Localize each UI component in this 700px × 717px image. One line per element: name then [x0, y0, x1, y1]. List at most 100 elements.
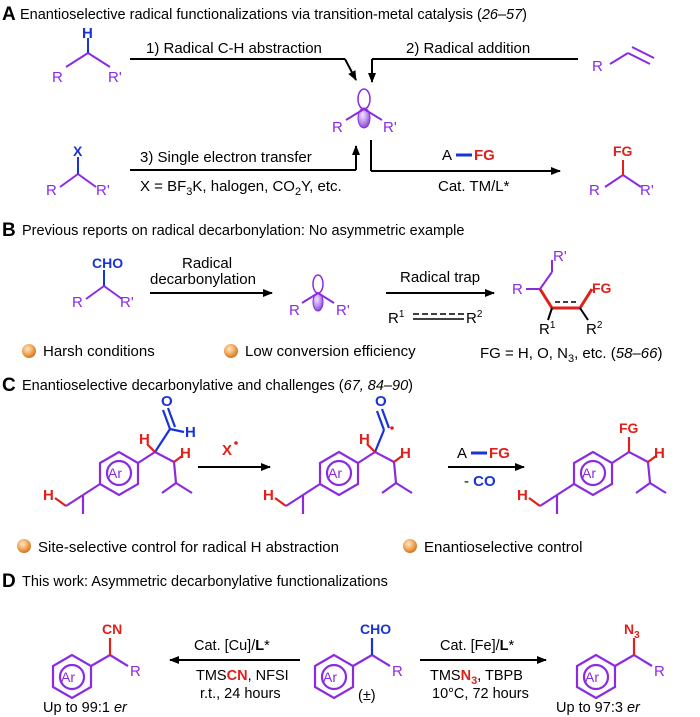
d-r-left: R [130, 663, 141, 680]
con-low-conversion: Low conversion efficiency [245, 343, 416, 360]
con-harsh-conditions: Harsh conditions [43, 343, 155, 360]
panel-a-title: Enantioselective radical functionalizati… [20, 7, 527, 23]
d-r-center: R [392, 663, 403, 680]
nitrile-product [51, 638, 129, 700]
o-atom: O [161, 393, 173, 410]
cho-label: CHO [92, 255, 123, 271]
b-product-r-prime: R' [553, 248, 567, 265]
fg-product-molecule [528, 437, 667, 514]
challenge-site-selective: Site-selective control for radical H abs… [38, 539, 339, 556]
catalyst-label: Cat. TM/L* [438, 178, 510, 195]
product-r-label: R [589, 182, 600, 199]
aldehyde-molecule [54, 407, 193, 514]
d-ar-right: Ar [585, 669, 599, 685]
x-radical-label: X [222, 442, 232, 459]
panel-a: A Enantioselective radical functionaliza… [2, 4, 655, 199]
alpha-h: H [139, 431, 150, 448]
b-product-fg: FG [592, 280, 612, 296]
decarbonylation-label-1: Radical [182, 255, 232, 272]
panel-c-letter: C [2, 375, 16, 396]
product-r-prime-label: R' [640, 182, 654, 199]
b-r-prime-label: R' [120, 294, 134, 311]
bullet-icon [224, 344, 238, 358]
panel-a-letter: A [2, 4, 16, 25]
radical-trap-label: Radical trap [400, 269, 480, 286]
benzylic-h-3: H [517, 487, 528, 504]
radical-orbital [345, 88, 383, 129]
c-product-fg: FG [619, 420, 639, 436]
d-r-right: R [654, 663, 665, 680]
b-radical-r-prime: R' [336, 302, 350, 319]
alpha-h-2: H [359, 431, 370, 448]
r-label: R [52, 69, 63, 86]
o-atom-2: O [375, 393, 387, 410]
trap-r1: R1 [388, 309, 405, 327]
b-product-r2: R2 [586, 320, 603, 338]
panel-d: D This work: Asymmetric decarbonylative … [2, 571, 665, 716]
x-definition: X = BF3K, halogen, CO2Y, etc. [140, 178, 342, 198]
fe-reagents: TMSN3, TBPB [430, 668, 523, 687]
product-fg [604, 160, 642, 188]
b-product-r1: R1 [539, 320, 556, 338]
acyl-radical-dot [390, 426, 394, 430]
n3-label: N3 [624, 621, 640, 641]
d-ar-center: Ar [323, 669, 337, 685]
c-reagent-fg: FG [489, 445, 510, 462]
cu-catalyst: Cat. [Cu]/L* [194, 638, 270, 654]
bullet-icon [403, 539, 417, 553]
benzylic-h: H [43, 487, 54, 504]
panel-c-title: Enantioselective decarbonylative and cha… [22, 378, 413, 394]
substrate-ch [65, 38, 111, 68]
fe-catalyst: Cat. [Fe]/L* [440, 638, 515, 654]
bullet-icon [22, 344, 36, 358]
step-3-label: 3) Single electron transfer [140, 149, 312, 166]
aldehyde-substrate [85, 270, 123, 300]
aldehyde-racemate [313, 638, 391, 700]
b-product-r: R [512, 281, 523, 298]
cn-label: CN [102, 621, 122, 637]
radical-dot [234, 441, 238, 445]
reagent-a: A [442, 147, 452, 164]
panel-d-letter: D [2, 571, 16, 592]
challenge-enantioselective: Enantioselective control [424, 539, 582, 556]
acyl-radical-molecule [274, 408, 413, 514]
decarbonylation-label-2: decarbonylation [150, 271, 256, 288]
substrate-cx [59, 157, 97, 188]
c-reagent-a: A [457, 445, 467, 462]
b-radical-orbital [301, 274, 335, 312]
r-prime-label-2: R' [96, 182, 110, 199]
minus-co-label: - CO [464, 473, 496, 490]
panel-c: C Enantioselective decarbonylative and c… [2, 375, 667, 556]
fg-note: FG = H, O, N3, etc. (58–66) [480, 345, 662, 365]
reagent-fg: FG [474, 147, 495, 164]
panel-b-letter: B [2, 220, 16, 241]
radical-r-label: R [332, 119, 343, 136]
arrow-1-head [344, 58, 357, 81]
b-r-label: R [72, 294, 83, 311]
cu-reagents: TMSCN, NFSI [196, 668, 289, 684]
er-right: Up to 97:3 er [556, 700, 641, 716]
b-product [526, 260, 594, 321]
d-ar-left: Ar [61, 669, 75, 685]
panel-d-title: This work: Asymmetric decarbonylative fu… [22, 574, 388, 590]
ar-label-3: Ar [582, 465, 596, 481]
fe-conditions: 10°C, 72 hours [432, 686, 529, 702]
panel-b: B Previous reports on radical decarbonyl… [2, 220, 662, 365]
x-atom: X [73, 143, 83, 159]
r-label-2: R [46, 182, 57, 199]
r-prime-label: R' [108, 69, 122, 86]
alkene-r-label: R [592, 58, 603, 75]
product-fg-label: FG [613, 143, 633, 159]
beta-h-2: H [400, 445, 411, 462]
er-left: Up to 99:1 er [43, 700, 128, 716]
ar-label-2: Ar [328, 465, 342, 481]
step-1-label: 1) Radical C-H abstraction [146, 40, 322, 57]
benzylic-h-2: H [263, 487, 274, 504]
panel-b-title: Previous reports on radical decarbonylat… [22, 223, 464, 239]
h-atom: H [82, 25, 93, 42]
racemic-label: (±) [358, 688, 376, 704]
beta-h-3: H [654, 445, 665, 462]
alkene [609, 46, 655, 65]
azide-product [575, 638, 653, 700]
